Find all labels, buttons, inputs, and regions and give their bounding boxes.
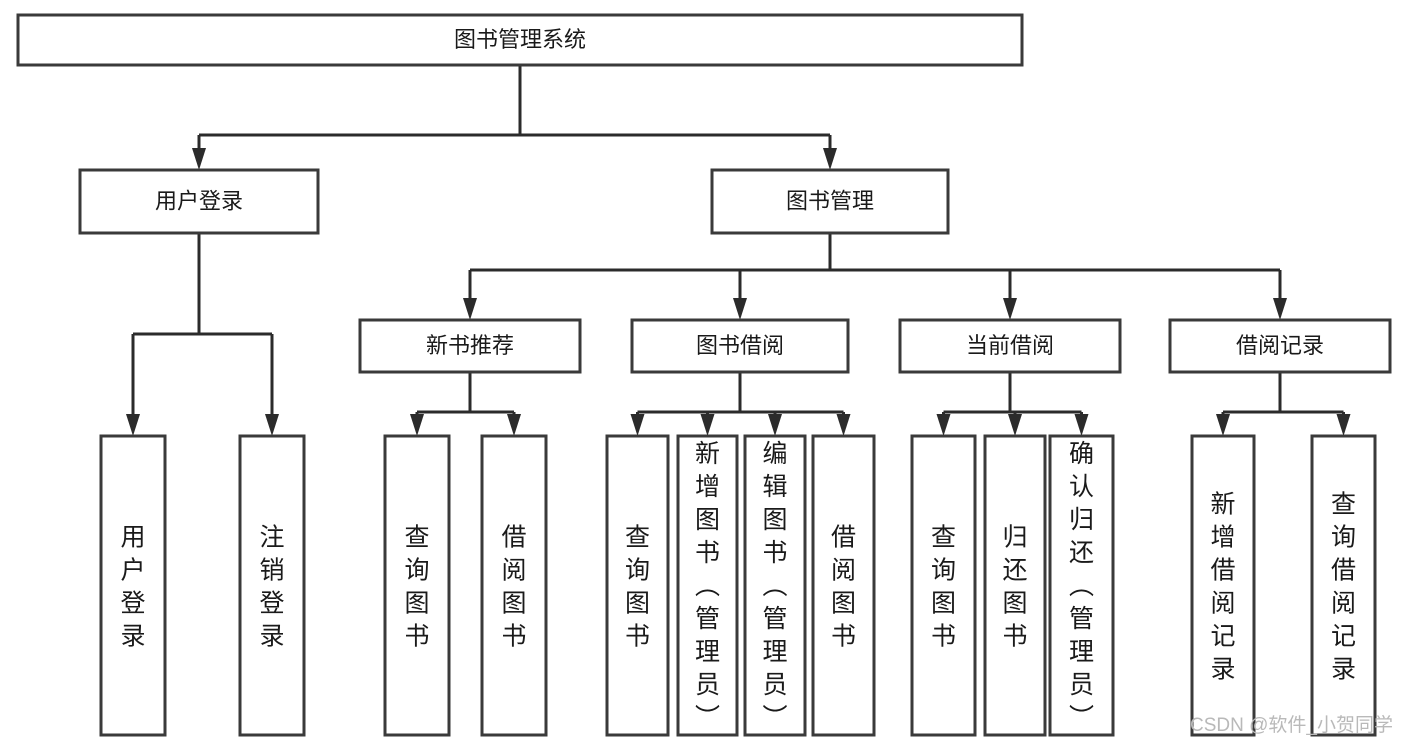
node-label: 图书借阅 — [696, 333, 784, 358]
level3-node-book-borrow[interactable]: 图书借阅 — [630, 318, 850, 374]
leaf-node-leaf-query-book-2[interactable]: 查询图书 — [605, 434, 670, 737]
connector-layer — [126, 65, 1351, 436]
arrow-head — [1336, 414, 1351, 436]
leaf-box[interactable] — [676, 434, 739, 737]
leaf-box[interactable] — [1048, 434, 1115, 737]
node-box[interactable] — [78, 168, 320, 235]
leaf-box[interactable] — [99, 434, 167, 737]
leaf-label: 新增借阅记录 — [1210, 491, 1235, 684]
leaf-label: 用户登录 — [120, 524, 145, 651]
level2-node-user-login[interactable]: 用户登录 — [78, 168, 320, 235]
level3-node-borrow-record[interactable]: 借阅记录 — [1168, 318, 1392, 374]
leaf-node-leaf-borrow-book-1[interactable]: 借阅图书 — [480, 434, 548, 737]
leaf-box[interactable] — [238, 434, 306, 737]
node-box[interactable] — [16, 13, 1024, 67]
node-label: 图书管理系统 — [454, 27, 586, 52]
leaf-label: 查询图书 — [931, 524, 956, 651]
leaf-node-leaf-query-book-3[interactable]: 查询图书 — [910, 434, 977, 737]
leaf-node-leaf-user-login[interactable]: 用户登录 — [99, 434, 167, 737]
node-layer: 图书管理系统用户登录图书管理新书推荐图书借阅当前借阅借阅记录用户登录注销登录查询… — [16, 13, 1392, 737]
leaf-label: 查询图书 — [625, 524, 650, 651]
node-label: 借阅记录 — [1236, 333, 1324, 358]
leaf-node-leaf-borrow-book-2[interactable]: 借阅图书 — [811, 434, 876, 737]
arrow-head — [1074, 414, 1089, 436]
arrow-head — [733, 298, 747, 320]
node-box[interactable] — [1168, 318, 1392, 374]
arrow-head — [265, 414, 279, 436]
arrow-head — [126, 414, 140, 436]
node-box[interactable] — [898, 318, 1122, 374]
leaf-label: 借阅图书 — [831, 524, 856, 651]
arrow-head — [836, 414, 851, 436]
leaf-box[interactable] — [1190, 434, 1256, 737]
arrow-head — [1216, 414, 1230, 436]
leaf-label: 注销登录 — [259, 524, 284, 651]
node-box[interactable] — [710, 168, 950, 235]
leaf-box[interactable] — [983, 434, 1047, 737]
arrow-head — [700, 414, 715, 436]
arrow-head — [936, 414, 951, 436]
node-label: 用户登录 — [155, 188, 243, 213]
leaf-box[interactable] — [1310, 434, 1377, 737]
leaf-label: 新增图书︵管理员︶ — [695, 440, 720, 732]
leaf-label: 确认归还︵管理员︶ — [1069, 440, 1094, 732]
leaf-label: 借阅图书 — [501, 524, 526, 651]
leaf-box[interactable] — [811, 434, 876, 737]
arrow-head — [1003, 298, 1017, 320]
leaf-node-leaf-edit-book[interactable]: 编辑图书︵管理员︶ — [743, 434, 807, 737]
node-label: 当前借阅 — [966, 333, 1054, 358]
leaf-node-leaf-return-book[interactable]: 归还图书 — [983, 434, 1047, 737]
arrow-head — [630, 414, 645, 436]
arrow-head — [192, 148, 206, 170]
leaf-node-leaf-add-record[interactable]: 新增借阅记录 — [1190, 434, 1256, 737]
leaf-node-leaf-query-book-1[interactable]: 查询图书 — [383, 434, 451, 737]
arrow-head — [823, 148, 837, 170]
arrow-head — [1273, 298, 1287, 320]
csdn-watermark: CSDN @软件_小贺同学 — [1190, 714, 1393, 736]
node-label: 新书推荐 — [426, 333, 514, 358]
node-box[interactable] — [358, 318, 582, 374]
leaf-node-leaf-confirm-return[interactable]: 确认归还︵管理员︶ — [1048, 434, 1115, 737]
leaf-box[interactable] — [480, 434, 548, 737]
arrow-head — [1008, 414, 1022, 436]
arrow-head — [463, 298, 477, 320]
leaf-node-leaf-add-book[interactable]: 新增图书︵管理员︶ — [676, 434, 739, 737]
arrow-head — [768, 414, 782, 436]
leaf-box[interactable] — [383, 434, 451, 737]
leaf-box[interactable] — [910, 434, 977, 737]
leaf-node-leaf-query-record[interactable]: 查询借阅记录 — [1310, 434, 1377, 737]
node-box[interactable] — [630, 318, 850, 374]
leaf-label: 归还图书 — [1002, 524, 1027, 651]
leaf-box[interactable] — [605, 434, 670, 737]
leaf-label: 查询借阅记录 — [1331, 491, 1356, 684]
leaf-box[interactable] — [743, 434, 807, 737]
arrow-head — [507, 414, 521, 436]
arrow-head — [410, 414, 424, 436]
level3-node-current-borrow[interactable]: 当前借阅 — [898, 318, 1122, 374]
node-label: 图书管理 — [786, 188, 874, 213]
leaf-label: 编辑图书︵管理员︶ — [762, 440, 787, 732]
leaf-label: 查询图书 — [404, 524, 429, 651]
level3-node-new-book-recommend[interactable]: 新书推荐 — [358, 318, 582, 374]
level2-node-book-manage[interactable]: 图书管理 — [710, 168, 950, 235]
leaf-node-leaf-logout[interactable]: 注销登录 — [238, 434, 306, 737]
root-node-book-management-system[interactable]: 图书管理系统 — [16, 13, 1024, 67]
